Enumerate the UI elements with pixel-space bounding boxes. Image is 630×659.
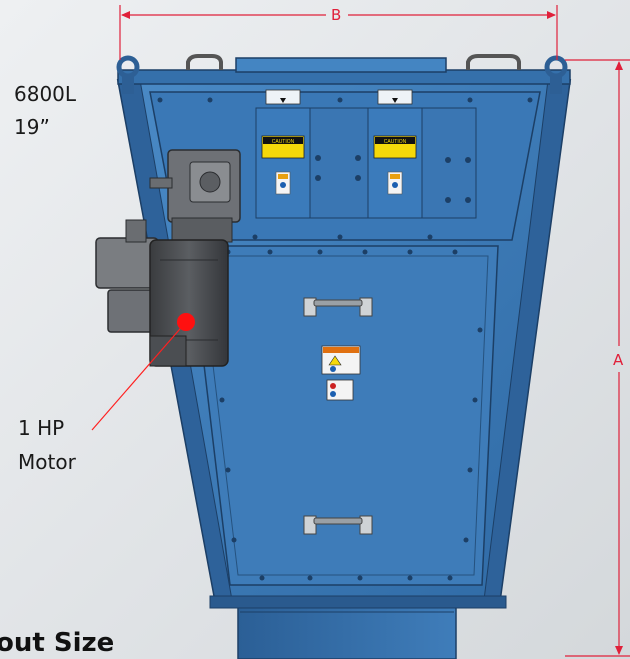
svg-text:CAUTION: CAUTION xyxy=(384,139,407,145)
caution-decal-left: CAUTION xyxy=(261,135,305,195)
panel-bolts xyxy=(157,97,533,240)
model-number: 6800L xyxy=(14,82,77,106)
motor xyxy=(149,239,229,367)
lower-access-door xyxy=(189,245,499,586)
dimension-b xyxy=(119,5,558,60)
motor-word: Motor xyxy=(18,450,76,474)
section-heading: out Size xyxy=(0,628,115,658)
door-handle-upper xyxy=(303,297,373,317)
dimension-a xyxy=(565,59,630,657)
model-size: 19” xyxy=(14,115,50,139)
model-label: 6800L 19” xyxy=(14,78,76,144)
lifting-eye-right xyxy=(544,55,568,94)
dimension-a-label: A xyxy=(613,351,624,369)
motor-label: 1 HP Motor xyxy=(18,411,76,479)
motor-callout xyxy=(91,313,195,431)
door-handle-lower xyxy=(303,515,373,535)
top-flange xyxy=(117,54,571,85)
caution-decal-right: CAUTION xyxy=(373,135,417,195)
motor-power: 1 HP xyxy=(18,416,65,440)
brake-unit xyxy=(95,219,159,333)
upper-panel xyxy=(149,89,541,241)
lifting-eye-left xyxy=(116,55,140,94)
warning-decals xyxy=(321,345,361,401)
dimension-b-label: B xyxy=(331,6,342,24)
svg-text:CAUTION: CAUTION xyxy=(272,139,295,145)
discharge-spout xyxy=(237,606,457,659)
